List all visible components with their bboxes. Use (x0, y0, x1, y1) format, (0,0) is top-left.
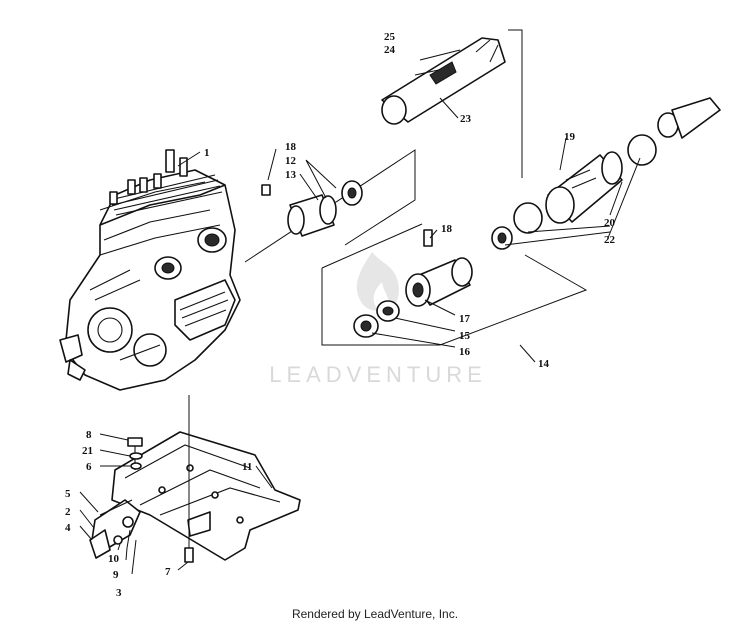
engine-assembly (59, 149, 241, 391)
sleeve-assembly (381, 29, 523, 178)
callout-labels: 1 2 3 4 5 6 7 8 9 10 11 12 13 14 15 16 1… (65, 31, 616, 599)
callout-9: 9 (113, 569, 119, 581)
callout-24: 24 (384, 44, 396, 56)
callout-13: 13 (285, 169, 297, 181)
watermark-text: LEADVENTURE (269, 362, 487, 387)
callout-15: 15 (459, 330, 471, 342)
callout-11: 11 (242, 461, 252, 473)
watermark-flame-icon (356, 252, 399, 312)
callout-3: 3 (116, 587, 122, 599)
callout-20: 20 (604, 217, 616, 229)
callout-6: 6 (86, 461, 92, 473)
callout-10: 10 (108, 553, 120, 565)
footer-credit: Rendered by LeadVenture, Inc. (291, 607, 459, 621)
callout-12: 12 (285, 155, 297, 167)
callout-23: 23 (460, 113, 472, 125)
coupling-group-upper (244, 149, 416, 263)
callout-22: 22 (604, 234, 616, 246)
callout-5: 5 (65, 488, 71, 500)
watermark: LEADVENTURE (269, 252, 487, 387)
callout-18-upper: 18 (285, 141, 297, 153)
callout-25: 25 (384, 31, 396, 43)
clamp-assembly (513, 97, 721, 234)
coupling-group-lower (321, 223, 588, 346)
callout-14: 14 (538, 358, 550, 370)
bolt-7 (184, 395, 194, 563)
callout-4: 4 (65, 522, 71, 534)
engine-mount-plate (111, 431, 301, 561)
callout-leaders (79, 39, 641, 575)
callout-8: 8 (86, 429, 92, 441)
callout-1: 1 (204, 147, 210, 159)
bracket-assembly (89, 499, 141, 559)
callout-16: 16 (459, 346, 471, 358)
callout-19: 19 (564, 131, 576, 143)
callout-7: 7 (165, 566, 171, 578)
callout-21: 21 (82, 445, 93, 457)
callout-2: 2 (65, 506, 71, 518)
callout-18-lower: 18 (441, 223, 453, 235)
callout-17: 17 (459, 313, 471, 325)
